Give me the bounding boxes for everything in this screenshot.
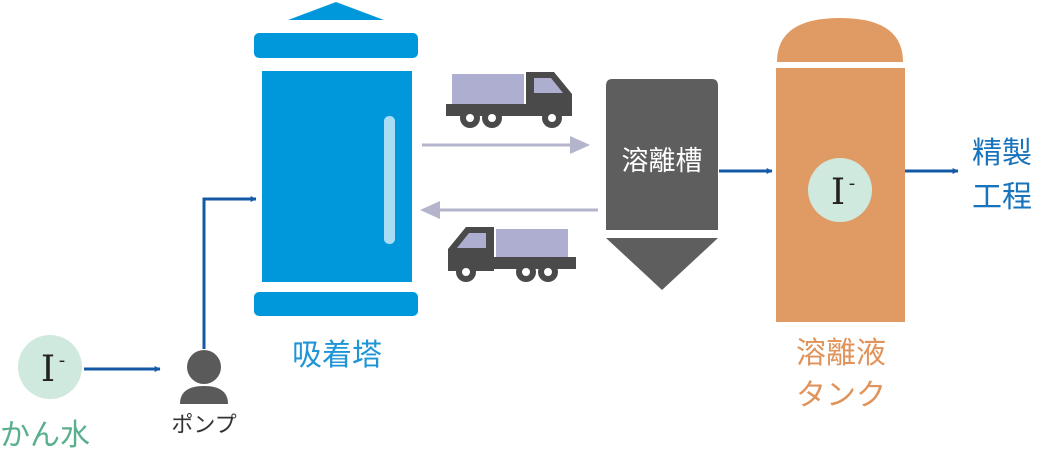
solution-tank: I - (776, 18, 905, 322)
tower-top-cap (254, 33, 418, 58)
ion-charge: - (849, 173, 856, 194)
brine-ion: I - (18, 335, 82, 399)
elution-tank-cone (606, 238, 718, 290)
ion-symbol: I (831, 172, 845, 213)
solution-tank-label-line1: 溶離液 (796, 336, 886, 371)
refining-label-line2: 工程 (972, 180, 1032, 215)
ion-charge: - (59, 350, 66, 371)
truck-icon (446, 72, 572, 128)
tower-bottom-cap (254, 292, 418, 316)
solution-tank-dome (777, 18, 903, 62)
elution-to-tower-arrowhead (420, 201, 440, 219)
tower-to-elution-arrowhead (570, 136, 590, 154)
refining-label-line1: 精製 (972, 136, 1032, 171)
elution-tank-label: 溶離槽 (622, 146, 703, 177)
ion-symbol: I (41, 349, 55, 390)
pump-label: ポンプ (171, 413, 236, 438)
tower-roof (288, 2, 384, 20)
solution-tank-label-line2: タンク (796, 378, 886, 413)
iodide-ion-icon (808, 158, 872, 222)
truck-icon (448, 227, 576, 282)
brine-label: かん水 (0, 418, 90, 453)
tower-label: 吸着塔 (292, 338, 382, 373)
pump-to-tower-arrow (202, 196, 257, 349)
elution-tank-body (606, 79, 718, 230)
tower-window (384, 116, 395, 244)
elution-tank (606, 79, 718, 290)
adsorption-tower (254, 2, 418, 316)
pump-person-icon (180, 350, 228, 404)
iodide-ion-icon (18, 335, 82, 399)
